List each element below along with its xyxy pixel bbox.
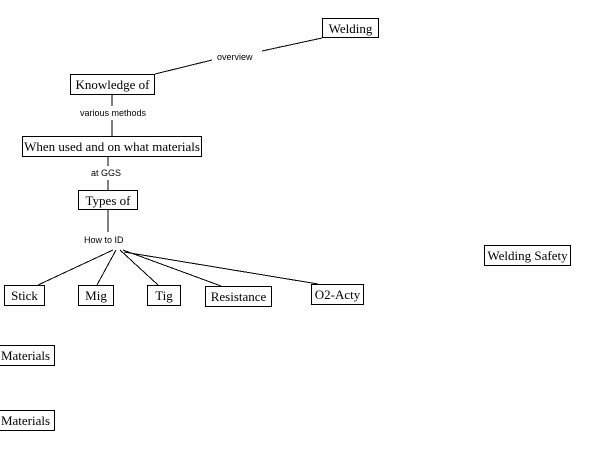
edge-label-howto-label: How to ID bbox=[82, 235, 126, 246]
node-when-used[interactable]: When used and on what materials bbox=[22, 136, 202, 157]
node-resistance[interactable]: Resistance bbox=[205, 286, 272, 307]
connector-howto-mig bbox=[96, 249, 117, 286]
node-stick[interactable]: Stick bbox=[4, 285, 45, 306]
connector-howto-resistance bbox=[122, 249, 222, 287]
edge-label-overview-label: overview bbox=[215, 52, 255, 63]
node-materials-1[interactable]: Materials bbox=[0, 345, 55, 366]
connector-welding-knowledge-a bbox=[261, 37, 323, 52]
node-knowledge-of[interactable]: Knowledge of bbox=[70, 74, 155, 95]
node-materials-2[interactable]: Materials bbox=[0, 410, 55, 431]
connector-howto-tig bbox=[119, 249, 159, 286]
connector-howto-stick bbox=[37, 249, 114, 286]
node-types-of[interactable]: Types of bbox=[78, 190, 138, 210]
node-mig[interactable]: Mig bbox=[78, 285, 114, 306]
edge-label-various-label: various methods bbox=[78, 108, 149, 119]
connector-howto-o2acty bbox=[123, 251, 319, 285]
connector-welding-knowledge-b bbox=[154, 59, 213, 75]
node-welding-safety[interactable]: Welding Safety bbox=[484, 245, 571, 266]
node-o2-acty[interactable]: O2-Acty bbox=[311, 284, 364, 305]
edge-label-at-ggs-label: at GGS bbox=[89, 168, 124, 179]
node-tig[interactable]: Tig bbox=[147, 285, 181, 306]
node-welding[interactable]: Welding bbox=[322, 18, 379, 38]
